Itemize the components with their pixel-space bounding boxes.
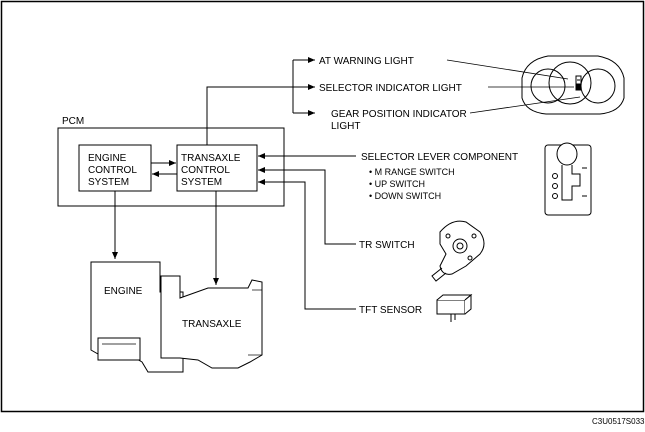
instrument-cluster-illustration: [521, 55, 625, 115]
line-transaxle-to-selector-light: [206, 84, 315, 145]
at-warning-light-label: AT WARNING LIGHT: [319, 56, 414, 67]
transaxle-control-line-3: SYSTEM: [181, 177, 222, 188]
m-range-switch-label: • M RANGE SWITCH: [369, 167, 455, 177]
transaxle-control-system-block: TRANSAXLE CONTROL SYSTEM: [176, 144, 258, 192]
engine-control-line-2: CONTROL: [88, 165, 137, 176]
engine-control-line-3: SYSTEM: [88, 177, 129, 188]
selector-indicator-light-label: SELECTOR INDICATOR LIGHT: [319, 83, 462, 94]
engine-illustration: ENGINE: [90, 261, 184, 373]
up-switch-label: • UP SWITCH: [369, 179, 425, 189]
transaxle-illustration: TRANSAXLE: [160, 275, 263, 369]
down-switch-label: • DOWN SWITCH: [369, 191, 441, 201]
pcm-box: [57, 127, 285, 207]
arrow-tr-switch: [258, 167, 356, 245]
engine-label: ENGINE: [104, 286, 143, 297]
transaxle-control-line-1: TRANSAXLE: [181, 153, 241, 164]
transaxle-label: TRANSAXLE: [182, 319, 242, 330]
arrow-tft-sensor: [258, 179, 356, 310]
pcm-label: PCM: [62, 116, 84, 127]
gear-position-indicator-label-2: LIGHT: [331, 121, 360, 132]
gear-position-indicator-label-1: GEAR POSITION INDICATOR: [331, 109, 467, 120]
tr-switch-illustration: [431, 220, 485, 282]
leader-at-warning: [446, 59, 569, 80]
tft-sensor-illustration: [436, 293, 473, 322]
figure-frame: [0, 0, 645, 413]
engine-control-line-1: ENGINE: [88, 153, 127, 164]
selector-lever-component-label: SELECTOR LEVER COMPONENT: [361, 152, 518, 163]
transaxle-control-line-2: CONTROL: [181, 165, 230, 176]
tft-sensor-label: TFT SENSOR: [359, 305, 422, 316]
figure-code: C3U0517S033: [592, 417, 645, 426]
selector-lever-illustration: [544, 142, 592, 216]
tr-switch-label: TR SWITCH: [359, 240, 415, 251]
engine-control-system-block: ENGINE CONTROL SYSTEM: [78, 144, 152, 192]
